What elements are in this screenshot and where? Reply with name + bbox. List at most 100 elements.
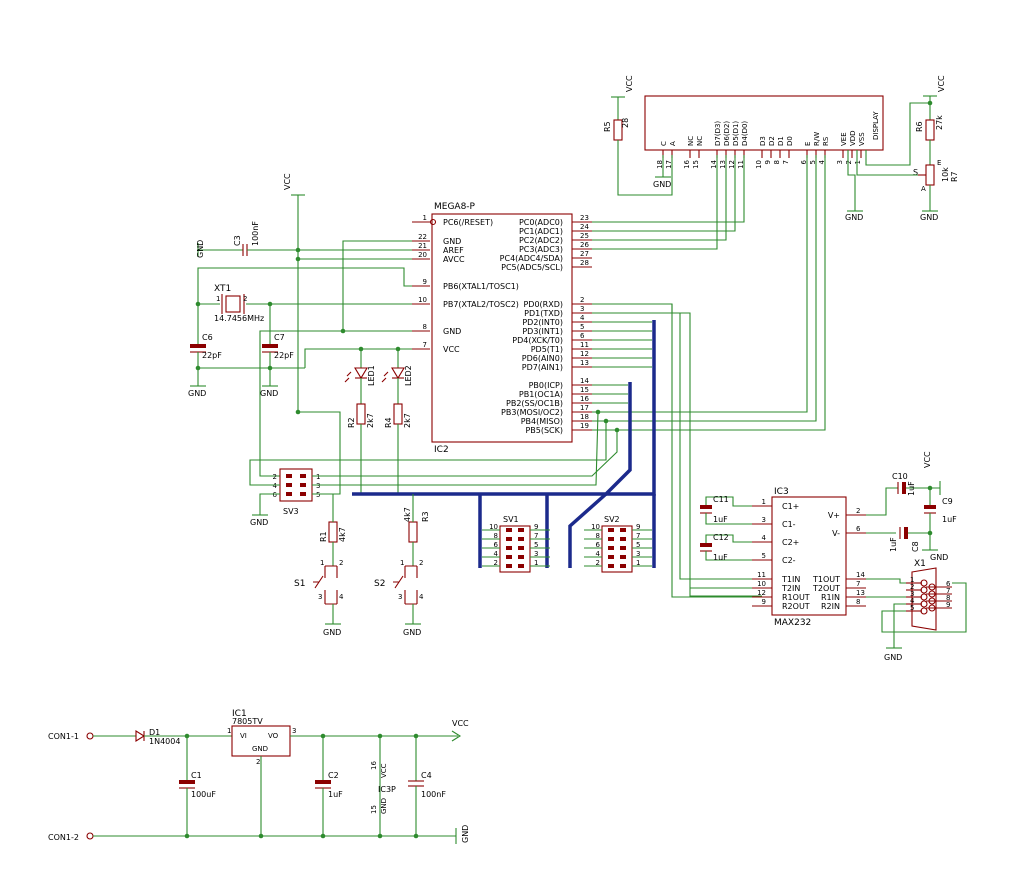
c4-name: C4 (421, 771, 432, 780)
con1-1-label: CON1-1 (48, 732, 79, 741)
db9-pin-number: 7 (946, 587, 950, 595)
s1-name: S1 (294, 579, 305, 589)
max232-pin-label: T2IN (781, 584, 800, 593)
max232-pin-label: R1IN (821, 593, 840, 602)
mcu-pin-number: 11 (580, 341, 589, 349)
mcu-pin-number: 9 (423, 278, 427, 286)
ic1-name: IC1 (232, 709, 247, 719)
xt1-pin2: 2 (243, 295, 247, 303)
max232-ic: IC3 MAX232 C1+1C1-3C2+4C2-5T1IN11T2IN10R… (671, 304, 866, 628)
max232-pin-label: R2OUT (782, 602, 810, 611)
lcd-pin-number: 3 (836, 160, 844, 164)
mcu-pin-label: AVCC (443, 255, 465, 264)
r7-value: 10k (941, 167, 950, 182)
mcu-pin-label: PC4(ADC4/SDA) (500, 254, 563, 263)
mcu-pin-label: PB5(SCK) (525, 426, 563, 435)
mcu-pins: PC6(/RESET)1GND22AREF21AVCC20PB6(XTAL1/T… (412, 214, 652, 435)
mcu-pin-number: 10 (418, 296, 427, 304)
lcd-body (644, 95, 884, 151)
led2-name: LED2 (404, 365, 413, 386)
lcd-pin-label: VEE (840, 132, 848, 146)
c10-name: C10 (892, 472, 908, 481)
r5-name: R5 (603, 121, 612, 132)
mcu-pin-label: PD6(AIN0) (522, 354, 563, 363)
mcu-pin-label: VCC (443, 345, 460, 354)
mcu-pin-number: 21 (418, 242, 427, 250)
c7-name: C7 (274, 333, 285, 342)
mcu-pin-label: GND (443, 327, 461, 336)
mcu-name: IC2 (434, 445, 449, 455)
mcu-pin-number: 20 (418, 251, 427, 259)
lcd-brand: DISPLAY (872, 111, 880, 140)
c3-gnd-label: GND (196, 240, 205, 258)
sv2-pin-number: 10 (591, 523, 600, 531)
ic3p-p16: 16 (370, 761, 378, 770)
max232-pin-number: 1 (762, 498, 766, 506)
mcu-pin-label: PB1(OC1A) (519, 390, 563, 399)
s1-pin1: 1 (320, 559, 324, 567)
mcu-pin-number: 25 (580, 232, 589, 240)
c2-name: C2 (328, 771, 339, 780)
lcd-pin-number: 11 (737, 160, 745, 169)
c2-value: 1uF (328, 790, 343, 799)
mcu-pin-label: PB2(SS/OC1B) (506, 399, 563, 408)
s1-pin2: 2 (339, 559, 343, 567)
s2-pin3: 3 (398, 593, 402, 601)
r7-pin-s: S (913, 168, 918, 177)
sv1-pin-number: 5 (534, 541, 538, 549)
c8-value: 1uF (889, 537, 898, 552)
lcd-pin-label: D5(D1) (732, 121, 740, 146)
sv1-pin-number: 10 (489, 523, 498, 531)
lcd-pin-label: C (660, 141, 668, 146)
mcu-pin-number: 27 (580, 250, 589, 258)
max232-pin-label: T2OUT (812, 584, 840, 593)
lcd-pin-number: 13 (719, 160, 727, 169)
mcu-pin-label: PD7(AIN1) (522, 363, 563, 372)
s2-pin1: 1 (400, 559, 404, 567)
lcd-pin-number: 6 (800, 159, 808, 164)
mcu-pin-number: 3 (580, 305, 584, 313)
max232-body (771, 496, 847, 616)
lcd-pin-label: D6(D2) (723, 121, 731, 146)
ic1-p1: 1 (227, 727, 231, 735)
db9-pin-number: 5 (910, 604, 914, 612)
lcd-gnd-label: GND (653, 180, 671, 189)
s2-gnd-label: GND (403, 628, 421, 637)
max232-pin-number: 9 (762, 598, 766, 606)
mcu-pin-label: PD5(T1) (531, 345, 563, 354)
mcu-pin-number: 12 (580, 350, 589, 358)
mcu-pin-label: PD0(RXD) (523, 300, 563, 309)
max232-pin-label: T1IN (781, 575, 800, 584)
xt1-name: XT1 (214, 284, 231, 294)
lcd-pin-number: 7 (782, 160, 790, 164)
max232-pin-number: 12 (757, 589, 766, 597)
mcu-pin-number: 26 (580, 241, 589, 249)
lcd-pins: C18A17NC16NC15D7(D3)14D6(D2)13D5(D1)12D4… (656, 121, 866, 169)
sv1-pin-number: 9 (534, 523, 538, 531)
lcd-pin-number: 14 (710, 159, 718, 168)
mcu-pin-number: 22 (418, 233, 427, 241)
sv1-pin-number: 3 (534, 550, 538, 558)
lcd-pin-number: 16 (683, 159, 691, 168)
ic1-vi: VI (240, 732, 247, 740)
mcu-pin-label: PB3(MOSI/OC2) (501, 408, 563, 417)
c10-vcc-label: VCC (923, 451, 932, 468)
mcu-body (431, 213, 573, 443)
s1-pin4: 4 (339, 593, 344, 601)
lcd-pin-label: VSS (858, 132, 866, 146)
max232-pin-number: 8 (856, 598, 860, 606)
mcu-pin-label: PB6(XTAL1/TOSC1) (443, 282, 519, 291)
s2-pin4: 4 (419, 593, 424, 601)
sv1-pin-number: 4 (494, 550, 499, 558)
sv3-pin-number: 5 (316, 491, 320, 499)
ic3p-name: IC3P (378, 785, 396, 794)
xt1-value: 14.7456MHz (214, 314, 264, 323)
mcu-pin-number: 15 (580, 386, 589, 394)
lcd-pin-label: VDD (849, 130, 857, 146)
lcd-pin-number: 4 (818, 159, 826, 164)
ic1-vo: VO (268, 732, 279, 740)
